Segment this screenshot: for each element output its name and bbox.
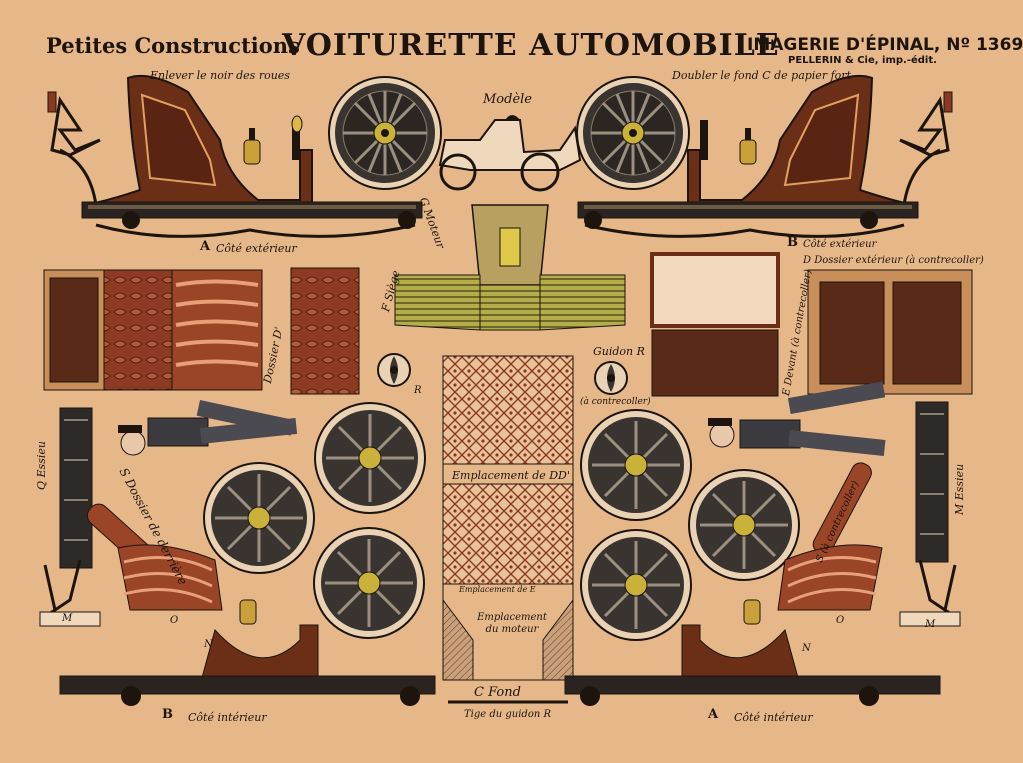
side-a-exterior-piece [47, 74, 423, 238]
floor-piece-c [442, 355, 574, 704]
model-car-illustration [438, 115, 582, 192]
label-m-left: M [62, 613, 73, 624]
print-sheet: Petites Constructions VOITURETTE AUTOMOB… [35, 28, 1023, 724]
driver-figure-right [708, 381, 886, 456]
label-emplacement-e: Emplacement de E [459, 585, 536, 594]
instruction-right: Doubler le fond C de papier fort [672, 69, 851, 82]
side-b-exterior-piece [577, 74, 953, 238]
label-m-essieu: M Essieu [953, 463, 966, 515]
dossier-panel-left [43, 267, 360, 395]
wheel-top-left [328, 76, 442, 190]
axle-q [59, 407, 93, 569]
label-a-top: A [200, 239, 211, 254]
wheel-top-right [576, 76, 690, 190]
wheel-mid-1 [314, 402, 426, 514]
label-emplacement-dd: Emplacement de DD' [452, 469, 570, 482]
label-a-top-text: Côté extérieur [216, 242, 297, 255]
wheel-mid-6 [580, 529, 692, 641]
printer-line: PELLERIN & Cie, imp.-édit. [788, 55, 937, 66]
label-a-bottom-text: Côté intérieur [734, 711, 813, 724]
series-title: Petites Constructions [46, 33, 300, 58]
label-r-left: R [414, 385, 422, 396]
label-b-bottom: B [162, 707, 173, 722]
cutout-artwork [39, 74, 973, 706]
label-guidon: Guidon R [593, 345, 645, 358]
wheel-mid-3 [313, 527, 425, 639]
label-a-bottom: A [708, 707, 719, 722]
publisher-line: IMAGERIE D'ÉPINAL, Nº 1369 [747, 35, 1023, 55]
label-emplacement-moteur: Emplacement du moteur [477, 612, 547, 635]
side-a-interior-piece [564, 544, 961, 706]
engine-piece-g [394, 204, 626, 331]
devant-panel-e [650, 252, 780, 397]
instruction-left: Enlever le noir des roues [150, 69, 290, 82]
label-b-top-text: Côté extérieur [803, 239, 877, 250]
label-q-essieu: Q Essieu [35, 441, 48, 490]
wheel-mid-5 [688, 469, 800, 581]
dossier-exterior-panel-d [807, 269, 973, 395]
label-o-left: O [170, 615, 179, 626]
side-b-interior-piece [39, 544, 436, 706]
label-b-bottom-text: Côté intérieur [188, 711, 267, 724]
label-tige-guidon: Tige du guidon R [464, 709, 551, 720]
label-contrecoller-r: (à contrecoller) [580, 397, 651, 407]
label-n-right: N [802, 643, 811, 654]
wheel-mid-2 [203, 462, 315, 574]
label-m-right: M [925, 619, 936, 630]
label-b-top: B [787, 235, 798, 250]
label-n-left: N [204, 639, 213, 650]
label-c-fond: C Fond [474, 685, 521, 700]
rosette-left [377, 353, 411, 387]
label-o-right: O [836, 615, 845, 626]
label-d-dossier: D Dossier extérieur (à contrecoller) [803, 255, 984, 266]
rosette-right [594, 361, 628, 395]
axle-m [915, 401, 949, 563]
driver-figure-left [118, 400, 298, 456]
model-label: Modèle [483, 92, 533, 107]
page-title: VOITURETTE AUTOMOBILE [282, 28, 780, 63]
wheel-mid-4 [580, 409, 692, 521]
